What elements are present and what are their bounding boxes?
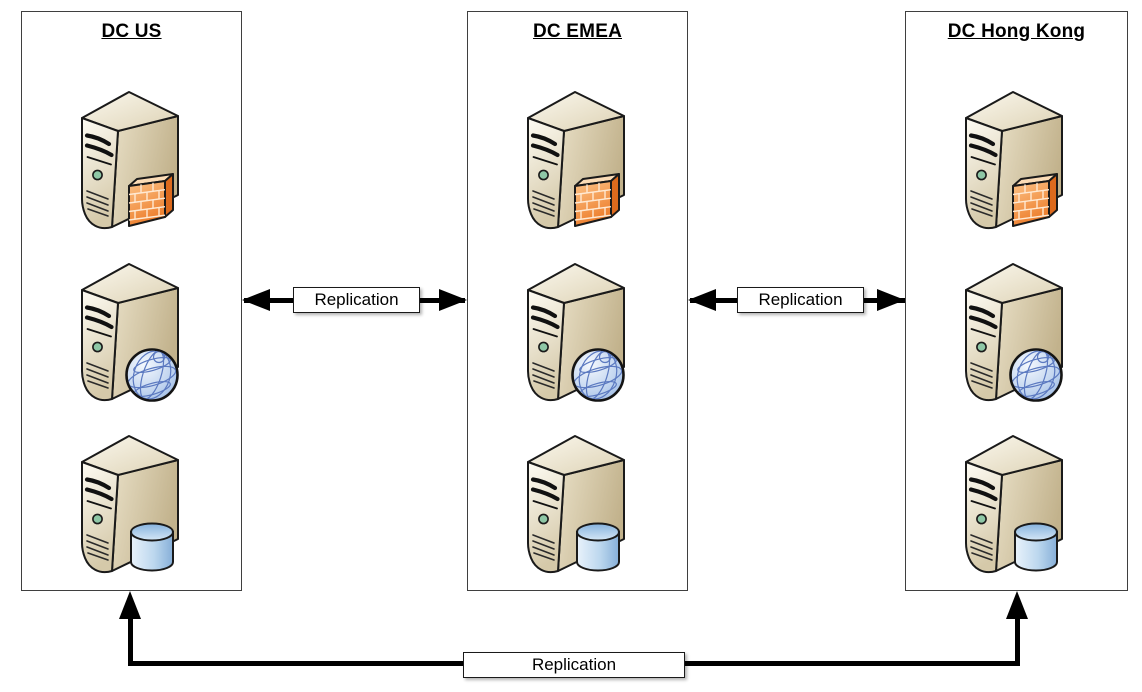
server-illustration bbox=[521, 259, 636, 404]
server-list bbox=[22, 12, 241, 590]
replication-line bbox=[1015, 612, 1020, 666]
server-illustration bbox=[75, 87, 190, 232]
replication-label: Replication bbox=[293, 287, 420, 313]
firewall-server bbox=[75, 87, 190, 232]
firewall-server bbox=[521, 87, 636, 232]
replication-label: Replication bbox=[737, 287, 864, 313]
server-illustration bbox=[959, 259, 1074, 404]
server-illustration bbox=[959, 431, 1074, 576]
replication-label: Replication bbox=[463, 652, 685, 678]
database-icon bbox=[130, 522, 174, 572]
datacenter-box-emea: DC EMEA bbox=[467, 11, 688, 591]
server-list bbox=[468, 12, 687, 590]
web-server bbox=[959, 259, 1074, 404]
datacenter-title: DC EMEA bbox=[532, 21, 622, 42]
datacenter-title: DC US bbox=[101, 21, 162, 42]
datacenter-box-us: DC US bbox=[21, 11, 242, 591]
database-server bbox=[959, 431, 1074, 576]
datacenter-title: DC Hong Kong bbox=[947, 21, 1086, 42]
server-illustration bbox=[75, 259, 190, 404]
replication-line bbox=[128, 612, 133, 666]
firewall-icon bbox=[574, 173, 620, 227]
web-server bbox=[521, 259, 636, 404]
firewall-server bbox=[959, 87, 1074, 232]
server-illustration bbox=[521, 431, 636, 576]
arrowhead-left-icon bbox=[242, 289, 270, 311]
database-icon bbox=[576, 522, 620, 572]
arrowhead-left-icon bbox=[688, 289, 716, 311]
firewall-icon bbox=[128, 173, 174, 227]
database-server bbox=[75, 431, 190, 576]
firewall-icon bbox=[1012, 173, 1058, 227]
database-server bbox=[521, 431, 636, 576]
server-illustration bbox=[521, 87, 636, 232]
server-illustration bbox=[959, 87, 1074, 232]
server-list bbox=[906, 12, 1127, 590]
arrowhead-right-icon bbox=[877, 289, 905, 311]
arrowhead-up-icon bbox=[1006, 591, 1028, 619]
arrowhead-up-icon bbox=[119, 591, 141, 619]
database-icon bbox=[1014, 522, 1058, 572]
arrowhead-right-icon bbox=[439, 289, 467, 311]
server-illustration bbox=[75, 431, 190, 576]
datacenter-box-hong-kong: DC Hong Kong bbox=[905, 11, 1128, 591]
web-server bbox=[75, 259, 190, 404]
